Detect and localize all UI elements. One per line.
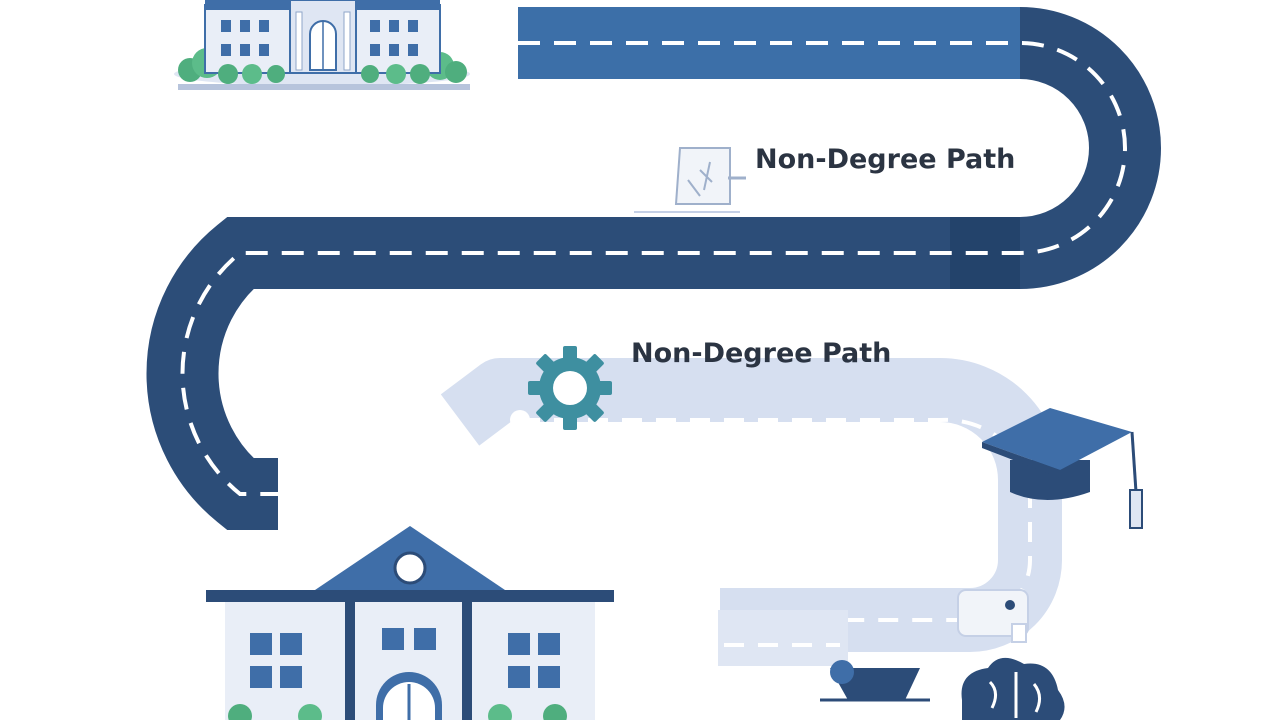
wheelbarrow-icon [820,589,1029,702]
graduation-cap-icon [982,408,1143,529]
non-degree-path-label-lower: Non-Degree Path [631,338,892,369]
brain-icon [961,657,1065,720]
gear-icon [528,346,612,430]
school-building-icon [206,526,614,720]
lane-marking [180,41,1127,496]
diploma-scroll-icon [634,147,746,213]
university-building-icon [174,0,470,90]
non-degree-path-label-upper: Non-Degree Path [755,144,1016,175]
main-road [146,6,1161,530]
